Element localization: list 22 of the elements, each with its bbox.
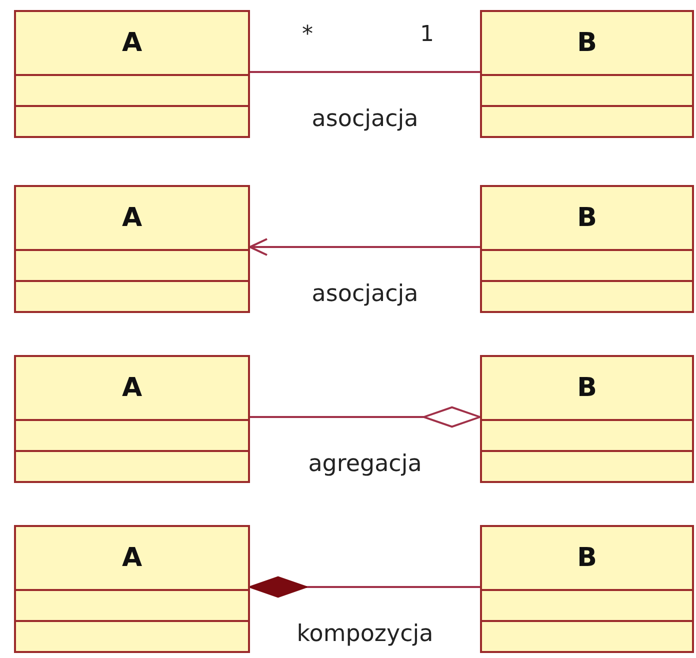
class-box — [480, 185, 694, 313]
class-name: A — [120, 202, 144, 235]
multiplicity-label: 1 — [420, 22, 434, 47]
multiplicity-label: * — [302, 22, 313, 47]
composition-line — [249, 576, 480, 598]
class-box — [14, 525, 250, 653]
class-box — [480, 525, 694, 653]
class-box — [14, 185, 250, 313]
class-name: A — [120, 27, 144, 60]
association-line — [250, 71, 480, 73]
class-name: A — [120, 542, 144, 575]
class-box — [14, 10, 250, 138]
class-box — [480, 10, 694, 138]
class-name: B — [576, 372, 598, 405]
class-box — [480, 355, 694, 483]
class-name: B — [576, 27, 598, 60]
class-name: B — [576, 202, 598, 235]
association-line — [249, 238, 480, 256]
class-name: B — [576, 542, 598, 575]
class-box — [14, 355, 250, 483]
composition-line — [250, 406, 481, 428]
class-name: A — [120, 372, 144, 405]
